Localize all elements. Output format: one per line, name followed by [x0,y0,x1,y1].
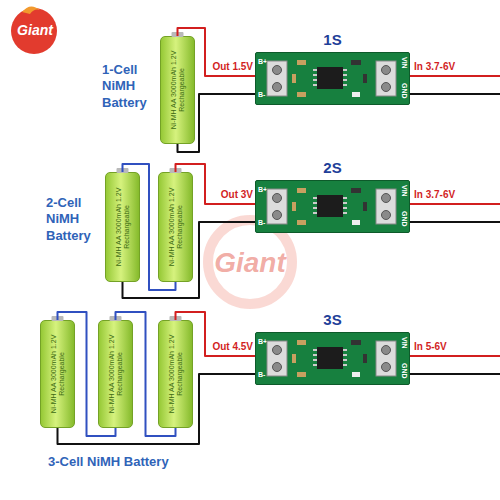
charger-board: 1SB+B-VINGND [255,52,410,105]
pin-label: B+ [258,186,267,194]
input-wire-positive [410,203,500,205]
board-title: 1S [256,31,409,48]
pin-label: B+ [258,58,267,66]
output-wire [176,312,256,356]
battery-print: Rechargeable [178,51,186,130]
battery-print: Rechargeable [123,188,131,267]
input-wire-positive [410,75,500,77]
pin-label: B- [258,371,265,379]
battery-cap [170,168,182,173]
pin-label: VIN [400,185,408,197]
input-wire-negative [410,93,500,95]
output-voltage: Out 1.5V [207,61,253,73]
battery-print-area: Ni-MH AA 3000mAh 1.2VRechargeable [168,335,184,414]
battery-print: Rechargeable [176,335,184,414]
battery-cap [52,316,64,321]
nimh-battery: Ni-MH AA 3000mAh 1.2VRechargeable [105,172,140,282]
pin-label: B+ [258,338,267,346]
battery-print: Rechargeable [58,335,66,414]
battery-cap [110,316,122,321]
output-wire [178,28,256,76]
output-wire [178,94,256,152]
pin-label: GND [400,211,408,227]
output-wire [58,374,256,444]
charger-board: 2SB+B-VINGND [255,180,410,233]
pin-label: GND [400,363,408,379]
board-components [267,60,396,97]
output-wire [123,222,256,298]
battery-group-label: 1-Cell NiMH Battery [102,62,158,111]
battery-print-area: Ni-MH AA 3000mAh 1.2VRechargeable [108,335,124,414]
input-wire-negative [410,221,500,223]
input-wire-positive [410,355,500,357]
battery-print: Ni-MH AA 3000mAh 1.2V [168,188,176,267]
input-voltage: In 5-6V [414,341,447,354]
series-wire [123,164,176,290]
pin-label: B- [258,219,265,227]
nimh-battery: Ni-MH AA 3000mAh 1.2VRechargeable [98,320,133,428]
input-voltage: In 3.7-6V [414,61,455,74]
logo-badge [11,8,57,54]
pin-label: VIN [400,57,408,69]
battery-print-area: Ni-MH AA 3000mAh 1.2VRechargeable [115,188,131,267]
board-title: 2S [256,159,409,176]
battery-print: Rechargeable [116,335,124,414]
input-wire-negative [410,373,500,375]
pin-label: B- [258,91,265,99]
battery-print: Ni-MH AA 3000mAh 1.2V [50,335,58,414]
battery-print: Ni-MH AA 3000mAh 1.2V [115,188,123,267]
pin-label: VIN [400,337,408,349]
nimh-battery: Ni-MH AA 3000mAh 1.2VRechargeable [40,320,75,428]
watermark-ring [208,220,292,304]
logo-flame [22,6,40,14]
battery-cap [170,316,182,321]
battery-group-label: 3-Cell NiMH Battery [48,454,288,470]
board-components [267,188,396,225]
battery-cap [172,32,184,37]
battery-print-area: Ni-MH AA 3000mAh 1.2VRechargeable [168,188,184,267]
series-wire [116,312,176,436]
nimh-battery: Ni-MH AA 3000mAh 1.2VRechargeable [158,172,193,282]
battery-print-area: Ni-MH AA 3000mAh 1.2VRechargeable [170,51,186,130]
input-voltage: In 3.7-6V [414,189,455,202]
output-voltage: Out 4.5V [207,341,253,353]
battery-print-area: Ni-MH AA 3000mAh 1.2VRechargeable [50,335,66,414]
board-title: 3S [256,311,409,328]
nimh-battery: Ni-MH AA 3000mAh 1.2VRechargeable [160,36,195,144]
nimh-battery: Ni-MH AA 3000mAh 1.2VRechargeable [158,320,193,428]
brand-logo: Giant [12,22,58,40]
battery-print: Ni-MH AA 3000mAh 1.2V [168,335,176,414]
battery-print: Ni-MH AA 3000mAh 1.2V [170,51,178,130]
output-voltage: Out 3V [207,189,253,201]
pin-label: GND [400,83,408,99]
output-wire [176,164,256,204]
battery-group-label: 2-Cell NiMH Battery [46,195,102,244]
series-wire [58,312,116,436]
board-components [267,340,396,377]
charger-board: 3SB+B-VINGND [255,332,410,385]
watermark: Giant [195,245,305,280]
battery-print: Ni-MH AA 3000mAh 1.2V [108,335,116,414]
battery-cap [117,168,129,173]
battery-print: Rechargeable [176,188,184,267]
